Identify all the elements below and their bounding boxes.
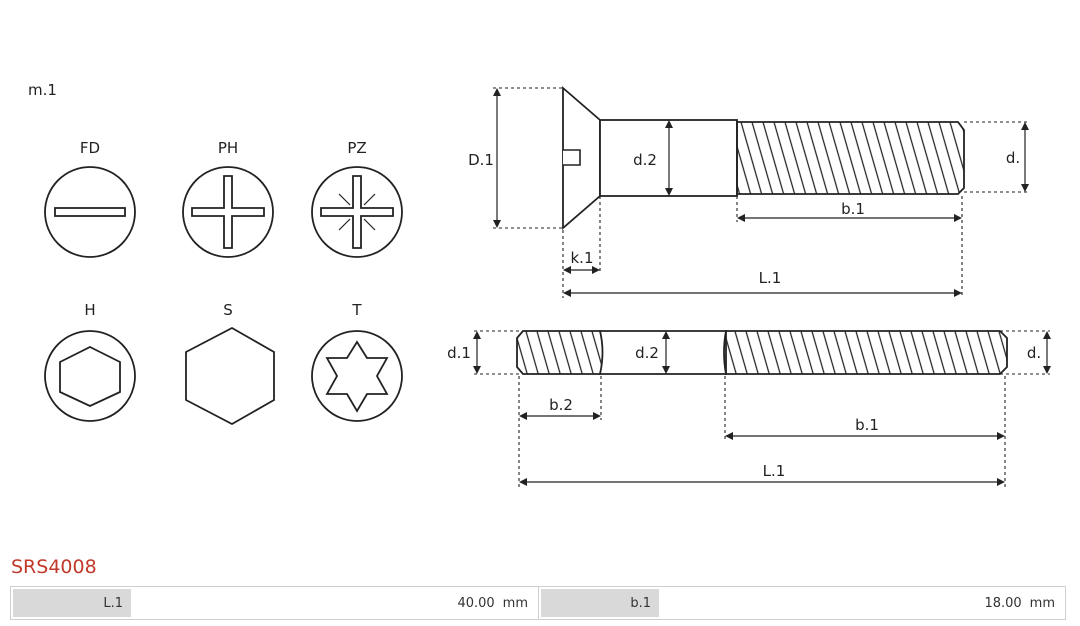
drive-label-s: S — [223, 301, 233, 319]
dim-label-long-thread-length: b.1 — [855, 416, 879, 434]
dim-label-short-thread-length: b.2 — [549, 396, 573, 414]
drive-label-t: T — [351, 301, 362, 319]
dim-label-head-diameter: D.1 — [468, 151, 494, 169]
stud-bolt-drawing: d.1 d.2 d. b.2 b.1 L.1 — [447, 330, 1051, 487]
spec-value-total-length: 40.00 mm — [133, 587, 539, 619]
dim-label-head-height: k.1 — [571, 249, 594, 267]
spec-value-thread-length: 18.00 mm — [661, 587, 1065, 619]
spec-value-unit: mm — [502, 595, 528, 611]
torx-drive-icon — [311, 330, 403, 422]
screw-technical-drawing: m.1 FD PH PZ H S T — [28, 81, 1051, 487]
dim-label-end-diameter: d.1 — [447, 344, 471, 362]
dim-label-stud-shank-diameter: d.2 — [635, 344, 659, 362]
hex-socket-drive-icon — [44, 330, 136, 422]
dim-label-stud-total-length: L.1 — [763, 462, 786, 480]
spec-label-thread-length: b.1 — [541, 589, 659, 617]
spec-table: L.1 40.00 mm b.1 18.00 mm — [10, 586, 1066, 620]
dim-label-thread-diameter: d. — [1006, 149, 1020, 167]
drive-label-fd: FD — [80, 139, 100, 157]
drive-label-h: H — [84, 301, 95, 319]
spec-value-unit: mm — [1029, 595, 1055, 611]
hex-head-icon — [185, 326, 275, 426]
drive-label-ph: PH — [218, 139, 238, 157]
drive-label-pz: PZ — [347, 139, 366, 157]
section-label: m.1 — [28, 81, 57, 99]
drive-type-legend: FD PH PZ H S T — [44, 139, 403, 426]
dim-label-stud-thread-diameter: d. — [1027, 344, 1041, 362]
spec-value-number: 40.00 — [457, 595, 495, 611]
dim-label-shank-diameter: d.2 — [633, 151, 657, 169]
dim-label-thread-length: b.1 — [841, 200, 865, 218]
spec-label-total-length: L.1 — [13, 589, 131, 617]
pozidriv-drive-icon — [311, 166, 403, 258]
slotted-drive-icon — [44, 166, 136, 258]
phillips-drive-icon — [182, 166, 274, 258]
spec-value-number: 18.00 — [984, 595, 1022, 611]
countersunk-screw-drawing: D.1 d.2 d. b.1 k.1 L.1 — [468, 86, 1029, 298]
part-number-title: SRS4008 — [11, 556, 97, 578]
dim-label-total-length: L.1 — [759, 269, 782, 287]
